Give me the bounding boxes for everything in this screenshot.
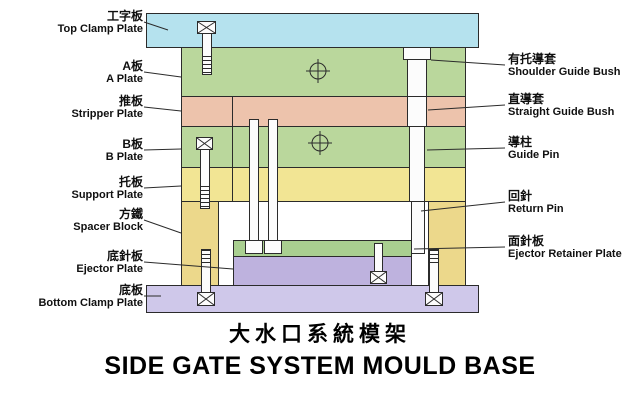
label-en: Ejector Retainer Plate [508,248,622,261]
return-pin [411,201,425,254]
label-cn: 導柱 [508,135,533,149]
ejector-pin-1-head [245,240,263,254]
label-shoulder-guide-bush: 有托導套 Shoulder Guide Bush [508,52,620,79]
label-en: A Plate [106,73,143,86]
guide-pin [409,126,425,202]
label-ejector-plate: 底針板 Ejector Plate [76,249,143,276]
bush-joint-line [408,96,426,97]
spacer-block-left [181,201,219,286]
ejector-pin-1 [249,119,259,241]
label-spacer-block: 方鐵 Spacer Block [73,207,143,234]
label-en: Return Pin [508,203,564,216]
label-straight-guide-bush: 直導套 Straight Guide Bush [508,92,614,119]
label-cn: 底針板 [106,249,143,263]
label-en: Straight Guide Bush [508,106,615,119]
diagram-title: 大水口系統模架 SIDE GATE SYSTEM MOULD BASE [0,318,640,381]
label-stripper-plate: 推板 Stripper Plate [71,94,143,121]
top-clamp-plate [146,13,479,48]
label-en: B Plate [105,151,143,164]
side-screw-head [196,137,213,150]
straight-guide-bush [407,59,427,127]
bottom-right-screw-threads [430,250,438,266]
top-screw-threads [203,56,211,74]
label-cn: 面針板 [508,234,545,248]
label-ejector-retainer-plate: 面針板 Ejector Retainer Plate [508,234,622,261]
side-screw-threads [201,186,209,208]
label-cn: 托板 [118,175,143,189]
label-en: Shoulder Guide Bush [508,66,621,79]
label-en: Top Clamp Plate [57,23,143,36]
label-en: Bottom Clamp Plate [38,297,143,310]
ejector-screw-shaft [374,243,383,273]
label-cn: 底板 [118,283,143,297]
label-guide-pin: 導柱 Guide Pin [508,135,559,162]
label-cn: 方鐵 [118,207,143,221]
label-support-plate: 托板 Support Plate [71,175,143,202]
label-cn: 工字板 [106,9,143,23]
cavity-pocket-line [232,97,233,201]
label-en: Support Plate [71,189,143,202]
ejector-screw-head [370,271,387,284]
label-cn: A板 [122,59,143,73]
ejector-pin-2 [268,119,278,241]
label-top-clamp-plate: 工字板 Top Clamp Plate [58,9,143,36]
label-cn: 直導套 [508,92,545,106]
label-cn: 有托導套 [508,52,557,66]
bottom-left-screw-threads [202,250,210,266]
label-b-plate: B板 B Plate [106,137,143,164]
label-en: Spacer Block [73,221,143,234]
label-bottom-clamp-plate: 底板 Bottom Clamp Plate [38,283,143,310]
title-chinese: 大水口系統模架 [229,323,411,346]
label-en: Ejector Plate [76,263,143,276]
label-cn: 推板 [118,94,143,108]
ejector-pin-2-head [264,240,282,254]
label-a-plate: A板 A Plate [106,59,143,86]
bottom-left-screw-head [197,292,215,306]
label-en: Stripper Plate [71,108,143,121]
title-english: SIDE GATE SYSTEM MOULD BASE [104,352,536,380]
label-return-pin: 回針 Return Pin [508,189,564,216]
bottom-right-screw-head [425,292,443,306]
label-en: Guide Pin [508,149,560,162]
label-cn: B板 [122,137,143,151]
top-screw-head [197,21,216,34]
label-cn: 回針 [508,189,533,203]
